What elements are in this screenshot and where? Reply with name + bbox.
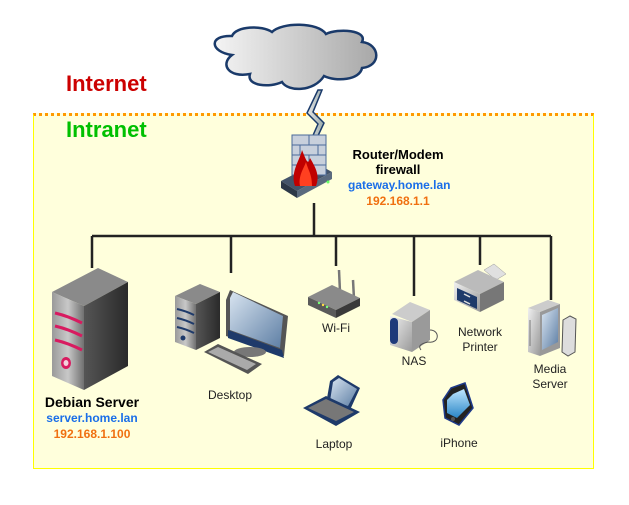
connection-lines — [90, 203, 553, 300]
nas-label: NAS — [401, 354, 427, 368]
router-title: Router/Modem — [352, 147, 444, 162]
network-printer-label-line2: Printer — [462, 340, 498, 354]
debian-server-label-group: Debian Server server.home.lan 192.168.1.… — [30, 394, 154, 442]
nas-drive-icon[interactable] — [390, 302, 438, 352]
media-server-label-group: Media Server — [520, 362, 580, 392]
debian-server-ip: 192.168.1.100 — [53, 427, 131, 441]
intranet-zone-label: Intranet — [66, 117, 147, 142]
network-printer-label-line1: Network — [457, 325, 502, 339]
media-center-icon[interactable] — [528, 300, 577, 357]
smartphone-icon[interactable] — [442, 382, 474, 426]
lightning-link-icon — [306, 89, 325, 141]
firewall-router-icon[interactable] — [281, 134, 332, 198]
router-hostname: gateway.home.lan — [348, 178, 451, 192]
debian-server-hostname: server.home.lan — [46, 411, 138, 425]
laptop-label: Laptop — [315, 437, 353, 451]
wifi-router-icon[interactable] — [308, 269, 360, 318]
media-server-label-line2: Server — [532, 377, 568, 391]
router-ip: 192.168.1.1 — [366, 194, 430, 208]
cloud-icon — [213, 23, 378, 90]
tower-server-icon[interactable] — [52, 268, 128, 390]
desktop-computer-icon[interactable] — [175, 284, 288, 374]
desktop-label: Desktop — [207, 388, 253, 402]
printer-icon[interactable] — [454, 263, 507, 312]
network-printer-label-group: Network Printer — [450, 325, 510, 355]
iphone-label: iPhone — [440, 436, 478, 450]
wifi-label: Wi-Fi — [322, 321, 350, 335]
router-label-group: Router/Modem firewall gateway.home.lan 1… — [348, 147, 451, 209]
router-subtitle: firewall — [375, 162, 421, 177]
media-server-label-line1: Media — [533, 362, 567, 376]
debian-server-label: Debian Server — [44, 394, 140, 410]
internet-zone-label: Internet — [66, 71, 147, 96]
laptop-icon[interactable] — [303, 375, 360, 426]
